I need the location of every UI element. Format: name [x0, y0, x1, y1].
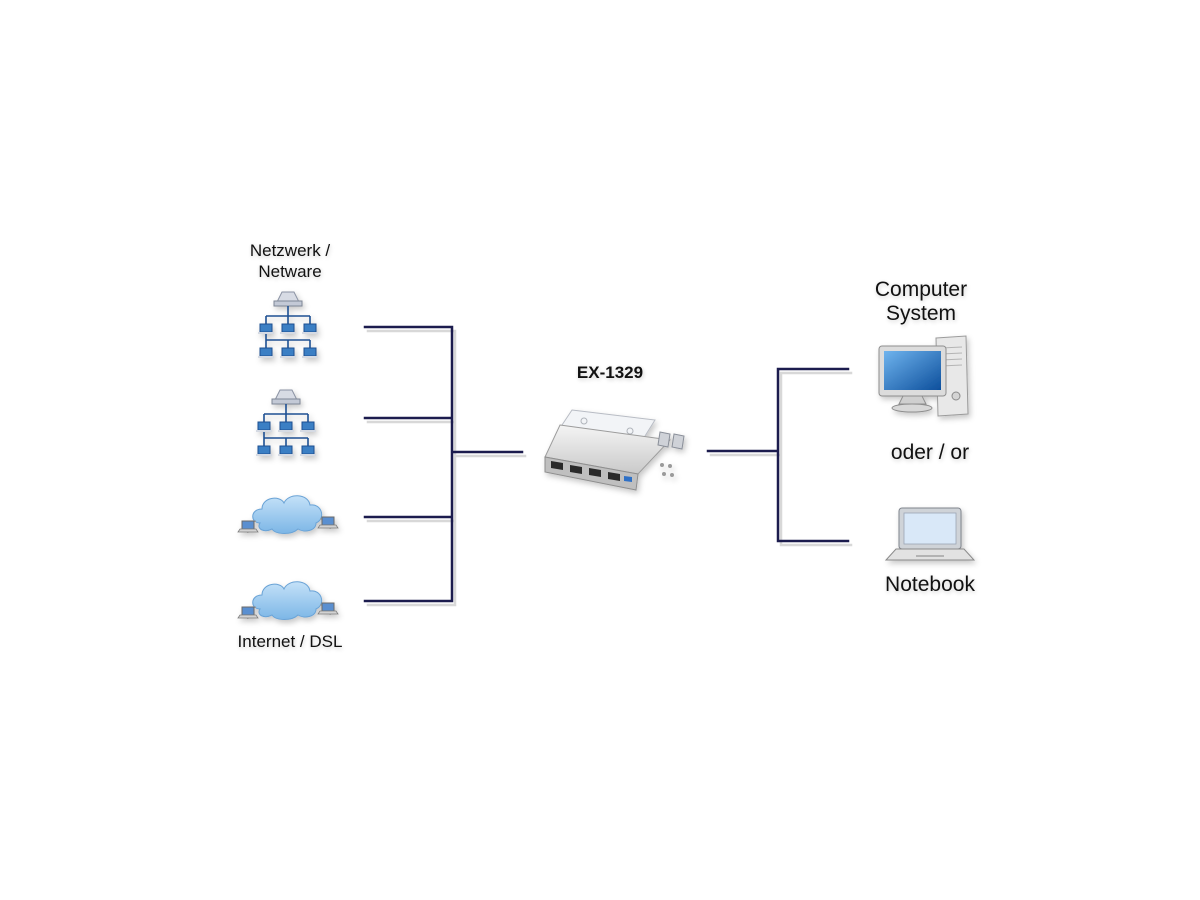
- notebook-label: Notebook: [885, 573, 975, 596]
- network-tree-icon: [256, 389, 316, 456]
- left-connector: [363, 325, 524, 603]
- left-connector-shadow: [366, 329, 527, 607]
- network-tree-icon: [258, 291, 318, 358]
- desktop-computer-icon: [878, 335, 969, 417]
- device-model-label: EX-1329: [576, 363, 644, 382]
- computer-label: Computer System: [856, 278, 986, 326]
- left-connector-lines: [363, 325, 527, 607]
- network-label: Netzwerk / Netware: [230, 240, 350, 282]
- network-label-line2: Netware: [258, 262, 322, 281]
- internet-label: Internet / DSL: [237, 632, 343, 651]
- right-connector-shadow: [709, 371, 853, 547]
- computer-label-line1: Computer: [874, 278, 968, 301]
- computer-label-line2: System: [885, 302, 956, 325]
- or-label: oder / or: [890, 441, 970, 464]
- usb-ethernet-hub-icon: [544, 409, 685, 491]
- network-label-line1: Netzwerk /: [249, 241, 331, 260]
- right-connector-lines: [706, 367, 853, 547]
- internet-cloud-icon: [237, 495, 339, 534]
- notebook-icon: [884, 507, 976, 561]
- internet-cloud-icon: [237, 581, 339, 620]
- right-connector: [706, 367, 850, 543]
